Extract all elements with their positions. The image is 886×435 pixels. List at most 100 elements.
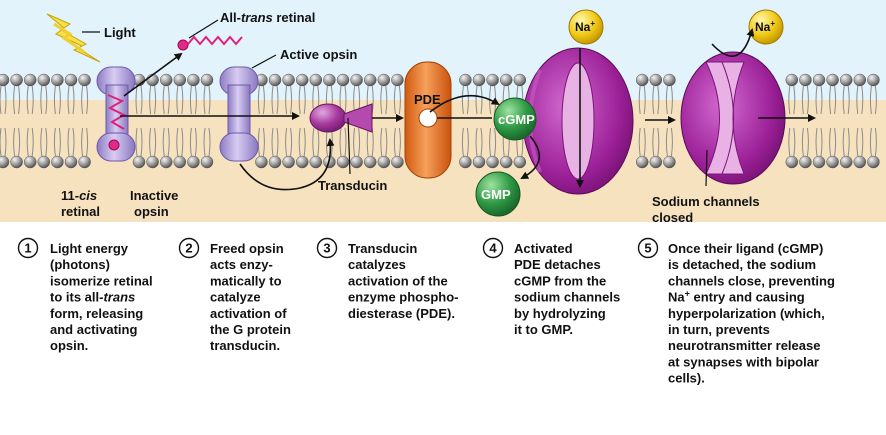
lipid-head-inner <box>635 155 649 169</box>
lipid-head-outer <box>799 73 812 87</box>
sodium-channels-label-line1: Sodium channels <box>652 194 760 209</box>
cis-retinal-label-line2: retinal <box>61 204 100 219</box>
lipid-tails <box>815 85 823 157</box>
lipid-head-inner <box>459 155 472 169</box>
lipid-tails <box>13 85 21 157</box>
lipid-head-outer <box>486 73 499 87</box>
step-number: 1 <box>24 241 31 256</box>
lipid-head-inner <box>867 155 880 169</box>
lipid-head-inner <box>78 155 91 169</box>
lipid-head-inner <box>10 155 23 169</box>
lipid-head-inner <box>513 155 527 169</box>
active-opsin <box>219 66 259 162</box>
lipid-head-outer <box>867 73 880 87</box>
step-line: in turn, prevents <box>668 322 770 337</box>
lipid-tails <box>149 85 157 157</box>
lipid-head-outer <box>200 73 214 87</box>
lipid-head-inner <box>64 155 78 169</box>
lipid-tails <box>842 85 850 157</box>
inactive-opsin <box>96 66 136 162</box>
lightning-bolt-secondary-icon <box>53 22 85 54</box>
lipid-tails <box>298 85 306 157</box>
lipid-tails <box>162 85 170 157</box>
lipid-tails <box>380 85 388 157</box>
step-number-badge <box>482 237 504 259</box>
step-line: acts enzy- <box>210 257 273 272</box>
arrow-retinal-release <box>123 52 183 97</box>
lipid-tails <box>788 85 796 157</box>
sodium-channel-open <box>522 47 634 195</box>
lipid-head-inner <box>350 155 363 169</box>
step-number: 4 <box>489 241 497 256</box>
arrow-sodium-blocked <box>711 28 755 57</box>
step-line: matically to <box>210 273 282 288</box>
lipid-head-inner <box>146 155 159 169</box>
step-line: enzyme phospho- <box>348 290 459 305</box>
lipid-head-inner <box>649 155 663 169</box>
step-line: form, releasing <box>50 306 143 321</box>
step-number-badge <box>178 237 200 259</box>
step-line: is detached, the sodium <box>668 257 816 272</box>
lipid-tails <box>285 85 293 157</box>
lipid-tails <box>801 85 809 157</box>
lipid-tails <box>40 85 48 157</box>
all-trans-retinal <box>177 35 243 51</box>
step-line: and activating <box>50 322 137 337</box>
lipid-head-outer <box>649 73 663 87</box>
sodium-channels-leader <box>705 149 708 187</box>
lipid-tails <box>869 85 877 157</box>
step-line: neurotransmitter release <box>668 338 820 353</box>
steps-panel <box>0 222 886 430</box>
step-line: Once their ligand (cGMP) <box>668 241 823 256</box>
pde-enzyme <box>404 61 452 179</box>
lipid-head-inner <box>812 155 826 169</box>
step-line: Transducin <box>348 241 417 256</box>
sodium-ion-open-label: Na+ <box>575 19 595 34</box>
lipid-head-outer <box>391 73 404 87</box>
lipid-head-inner <box>268 155 282 169</box>
step-line: Freed opsin <box>210 241 284 256</box>
step-number-badge <box>17 237 39 259</box>
lipid-head-outer <box>350 73 363 87</box>
step-number: 3 <box>323 241 330 256</box>
lipid-head-outer <box>10 73 23 87</box>
step-line: isomerize retinal <box>50 273 153 288</box>
step-line: cells). <box>668 371 705 386</box>
lipid-tails <box>26 85 34 157</box>
lipid-head-outer <box>663 73 676 87</box>
step-number: 2 <box>185 241 192 256</box>
lipid-head-outer <box>159 73 173 87</box>
step-line: Activated <box>514 241 573 256</box>
step-line: it to GMP. <box>514 322 573 337</box>
step-line: catalyzes <box>348 257 406 272</box>
lipid-head-inner <box>377 155 391 169</box>
sodium-ion-closed-label: Na+ <box>755 19 775 34</box>
lipid-head-inner <box>51 155 64 169</box>
lipid-tails <box>856 85 864 157</box>
lipid-head-outer <box>309 73 323 87</box>
lipid-head-outer <box>187 73 200 87</box>
active-opsin-leader <box>251 54 277 69</box>
step-line: by hydrolyzing <box>514 306 606 321</box>
arrow-cgmp-to-gmp <box>520 135 540 179</box>
lipid-head-outer <box>23 73 37 87</box>
transducin-leader <box>347 117 351 175</box>
lipid-head-outer <box>51 73 64 87</box>
inactive-opsin-label-line2: opsin <box>134 204 169 219</box>
gmp-molecule <box>475 171 521 217</box>
lipid-head-inner <box>255 155 268 169</box>
step-line: channels close, preventing <box>668 273 835 288</box>
step-line: opsin. <box>50 338 88 353</box>
lipid-head-inner <box>799 155 812 169</box>
light-label: Light <box>104 25 136 40</box>
step-number-badge <box>637 237 659 259</box>
lipid-head-outer <box>78 73 91 87</box>
lipid-head-inner <box>132 155 146 169</box>
step-line: (photons) <box>50 257 110 272</box>
lipid-head-outer <box>0 73 10 87</box>
lipid-tails <box>67 85 75 157</box>
lipid-head-outer <box>499 73 513 87</box>
